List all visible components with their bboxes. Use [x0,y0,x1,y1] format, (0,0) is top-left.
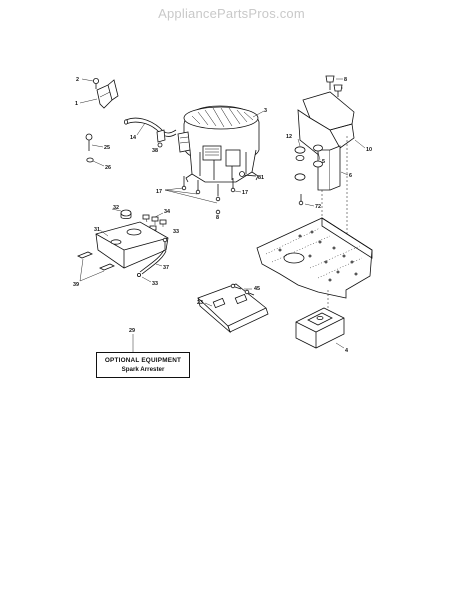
callout-8: 8 [344,77,347,83]
callout-5: 5 [322,159,325,165]
engine-3 [177,105,260,183]
callout-1: 1 [75,101,78,107]
nut-26 [86,157,94,163]
callout-31: 31 [94,227,100,233]
callout-33b: 33 [152,281,158,287]
pads-39 [77,251,115,271]
muffler-4 [295,307,345,349]
watermark: AppliancePartsPros.com [158,6,305,21]
callout-29: 29 [129,328,135,334]
cover-31 [95,221,169,269]
callout-81: 81 [258,175,264,181]
cap-32 [120,209,132,219]
spark-arrester-label: Spark Arrester [121,366,165,373]
callout-17a: 17 [156,189,162,195]
frame-chassis [294,75,355,240]
callout-38: 38 [152,148,158,154]
callout-17b: 17 [242,190,248,196]
muffler-guard-23 [197,283,269,334]
callout-37: 37 [163,265,169,271]
callout-10: 10 [366,147,372,153]
callout-26: 26 [105,165,111,171]
callout-45: 45 [254,286,260,292]
engine-bolts-17 [181,176,236,215]
clip-38 [156,129,166,148]
callout-3: 3 [264,108,267,114]
callout-labels: 2 1 25 26 14 38 3 81 17 17 8 8 10 12 5 6… [73,77,372,354]
rod-37 [136,249,167,277]
callout-33a: 33 [173,229,179,235]
screw-2 [93,78,100,89]
fitting-81 [239,171,257,177]
callout-25: 25 [104,145,110,151]
guard-screws-45 [230,283,255,296]
callout-6: 6 [349,173,352,179]
callout-8b: 8 [216,215,219,221]
callout-12: 12 [286,134,292,140]
callout-39: 39 [73,282,79,288]
callout-14: 14 [130,135,136,141]
callout-34: 34 [164,209,170,215]
callout-32: 32 [113,205,119,211]
optional-equipment-box: OPTIONAL EQUIPMENT Spark Arrester [96,352,190,378]
bolt-33-upper [162,237,168,250]
optional-equipment-title: OPTIONAL EQUIPMENT [104,357,182,364]
throttle-bracket [96,79,119,109]
fuel-line-14 [124,117,177,137]
bolt-25 [85,133,93,151]
callout-2: 2 [76,77,79,83]
callout-72: 72 [315,204,321,210]
callout-4: 4 [345,348,348,354]
callout-23: 23 [197,300,203,306]
base-plate [256,217,373,314]
